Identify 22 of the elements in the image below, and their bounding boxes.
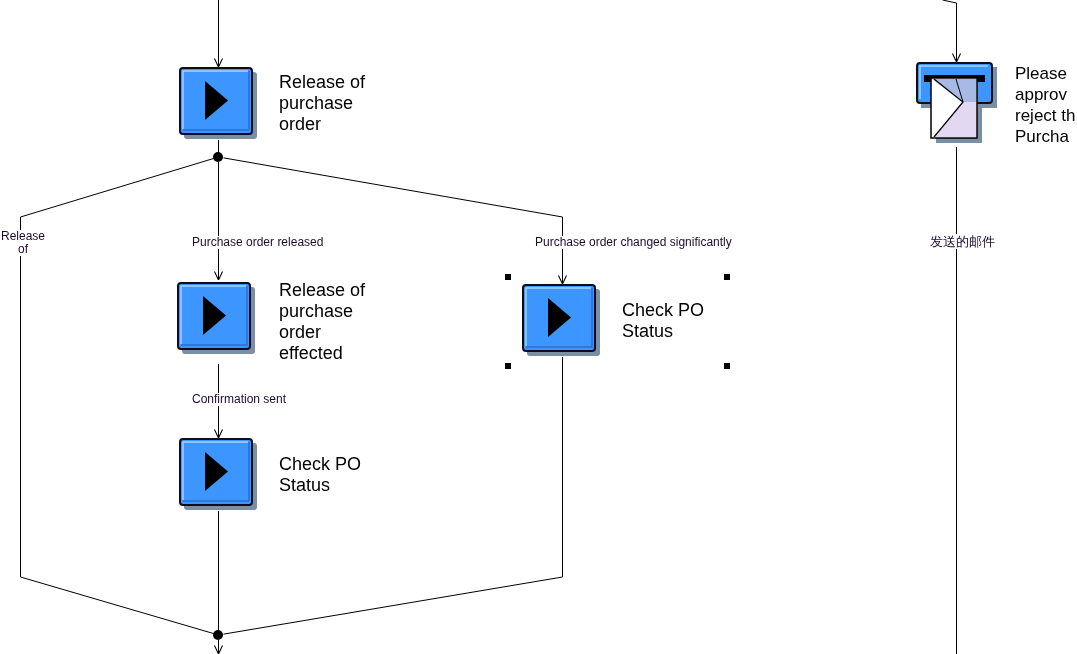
connector-line [956, 146, 957, 654]
edge-label: Purchase order changed significantly [535, 236, 732, 249]
step-label: Please approv reject th Purcha [1015, 63, 1077, 147]
arrow [222, 157, 568, 285]
edge-label: Release of [0, 230, 46, 256]
step-label: Release of purchase order effected [279, 280, 367, 364]
junction-dot [213, 630, 223, 640]
arrow [213, 639, 224, 654]
connector-line [218, 139, 219, 153]
junction-dot [213, 152, 223, 162]
edge-label: Confirmation sent [192, 393, 287, 406]
arrow [942, 0, 962, 63]
step-label: Check PO Status [279, 454, 363, 496]
connector-line [218, 510, 219, 631]
step-label: Release of purchase order [279, 72, 367, 135]
edge-label: Purchase order released [192, 236, 324, 249]
arrow [213, 161, 224, 281]
connector-line [222, 356, 563, 635]
step-label: Check PO Status [622, 300, 706, 342]
edge-label: 发送的邮件 [930, 234, 995, 249]
arrow [213, 0, 224, 68]
connector-line [20, 157, 215, 635]
